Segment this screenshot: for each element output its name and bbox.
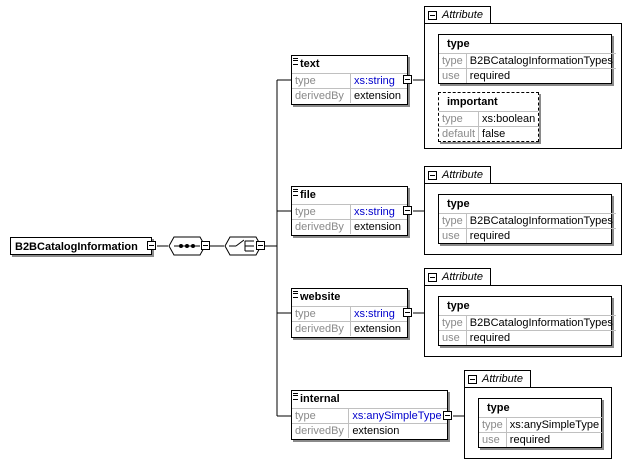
prop-value: extension [348, 423, 447, 438]
attribute-tab[interactable]: Attribute [424, 6, 491, 24]
prop-key: use [439, 68, 467, 83]
prop-value: B2BCatalogInformationTypes [466, 53, 616, 69]
prop-value: xs:anySimpleType [506, 417, 603, 433]
prop-value: B2BCatalogInformationTypes [466, 315, 616, 331]
prop-value: extension [350, 321, 407, 336]
prop-value-link[interactable]: xs:string [350, 306, 407, 322]
prop-key: type [292, 306, 351, 322]
attribute-tab-label: Attribute [482, 373, 523, 385]
sequence-icon[interactable] [168, 236, 206, 256]
prop-key: type [439, 213, 467, 229]
prop-key: type [439, 53, 467, 69]
prop-value: false [478, 126, 539, 141]
attribute-name: type [487, 402, 510, 414]
attribute-collapse-icon[interactable] [468, 375, 477, 384]
prop-value: xs:boolean [478, 111, 539, 127]
element-name: file [300, 189, 316, 201]
prop-key: use [479, 432, 507, 447]
prop-key: type [292, 204, 351, 220]
attribute-name: type [447, 38, 470, 50]
element-internal-collapse-icon[interactable] [443, 411, 452, 420]
choice-collapse-icon[interactable] [256, 241, 265, 250]
element-name: website [300, 291, 341, 303]
prop-key: type [479, 417, 507, 433]
prop-key: derivedBy [292, 423, 350, 438]
attribute-tab-label: Attribute [442, 271, 483, 283]
attribute-name: type [447, 300, 470, 312]
attribute-tab[interactable]: Attribute [424, 268, 491, 286]
attribute-tab-label: Attribute [442, 9, 483, 21]
element-name: text [300, 58, 320, 70]
prop-key: derivedBy [292, 88, 351, 103]
attribute-tab[interactable]: Attribute [424, 166, 491, 184]
prop-key: type [292, 73, 351, 89]
prop-value: required [466, 330, 616, 345]
root-element-name: B2BCatalogInformation [15, 241, 138, 253]
choice-icon[interactable] [224, 236, 262, 256]
root-collapse-icon[interactable] [147, 241, 156, 250]
prop-value: required [506, 432, 603, 447]
prop-key: use [439, 228, 467, 243]
prop-value: extension [350, 88, 407, 103]
prop-value: required [466, 228, 616, 243]
prop-value: required [466, 68, 616, 83]
root-element[interactable]: B2BCatalogInformation [10, 237, 152, 255]
sequence-collapse-icon[interactable] [201, 241, 210, 250]
prop-key: type [292, 408, 350, 424]
element-lines-icon [293, 393, 298, 400]
prop-key: default [439, 126, 480, 141]
prop-value-link[interactable]: xs:string [350, 204, 407, 220]
attribute-collapse-icon[interactable] [428, 171, 437, 180]
element-lines-icon [293, 58, 298, 65]
attribute-name: type [447, 198, 470, 210]
prop-value-link[interactable]: xs:string [350, 73, 407, 89]
prop-value: extension [350, 219, 407, 234]
element-website-collapse-icon[interactable] [403, 308, 412, 317]
prop-key: use [439, 330, 467, 345]
prop-key: type [439, 111, 480, 127]
attribute-tab[interactable]: Attribute [464, 370, 531, 388]
attribute-collapse-icon[interactable] [428, 273, 437, 282]
prop-key: type [439, 315, 467, 331]
attribute-name: important [447, 96, 498, 108]
prop-key: derivedBy [292, 321, 351, 336]
element-lines-icon [293, 291, 298, 298]
element-name: internal [300, 393, 340, 405]
element-file-collapse-icon[interactable] [403, 206, 412, 215]
prop-value-link[interactable]: xs:anySimpleType [348, 408, 447, 424]
prop-key: derivedBy [292, 219, 351, 234]
element-text-collapse-icon[interactable] [403, 75, 412, 84]
attribute-tab-label: Attribute [442, 169, 483, 181]
attribute-collapse-icon[interactable] [428, 11, 437, 20]
prop-value: B2BCatalogInformationTypes [466, 213, 616, 229]
element-lines-icon [293, 189, 298, 196]
